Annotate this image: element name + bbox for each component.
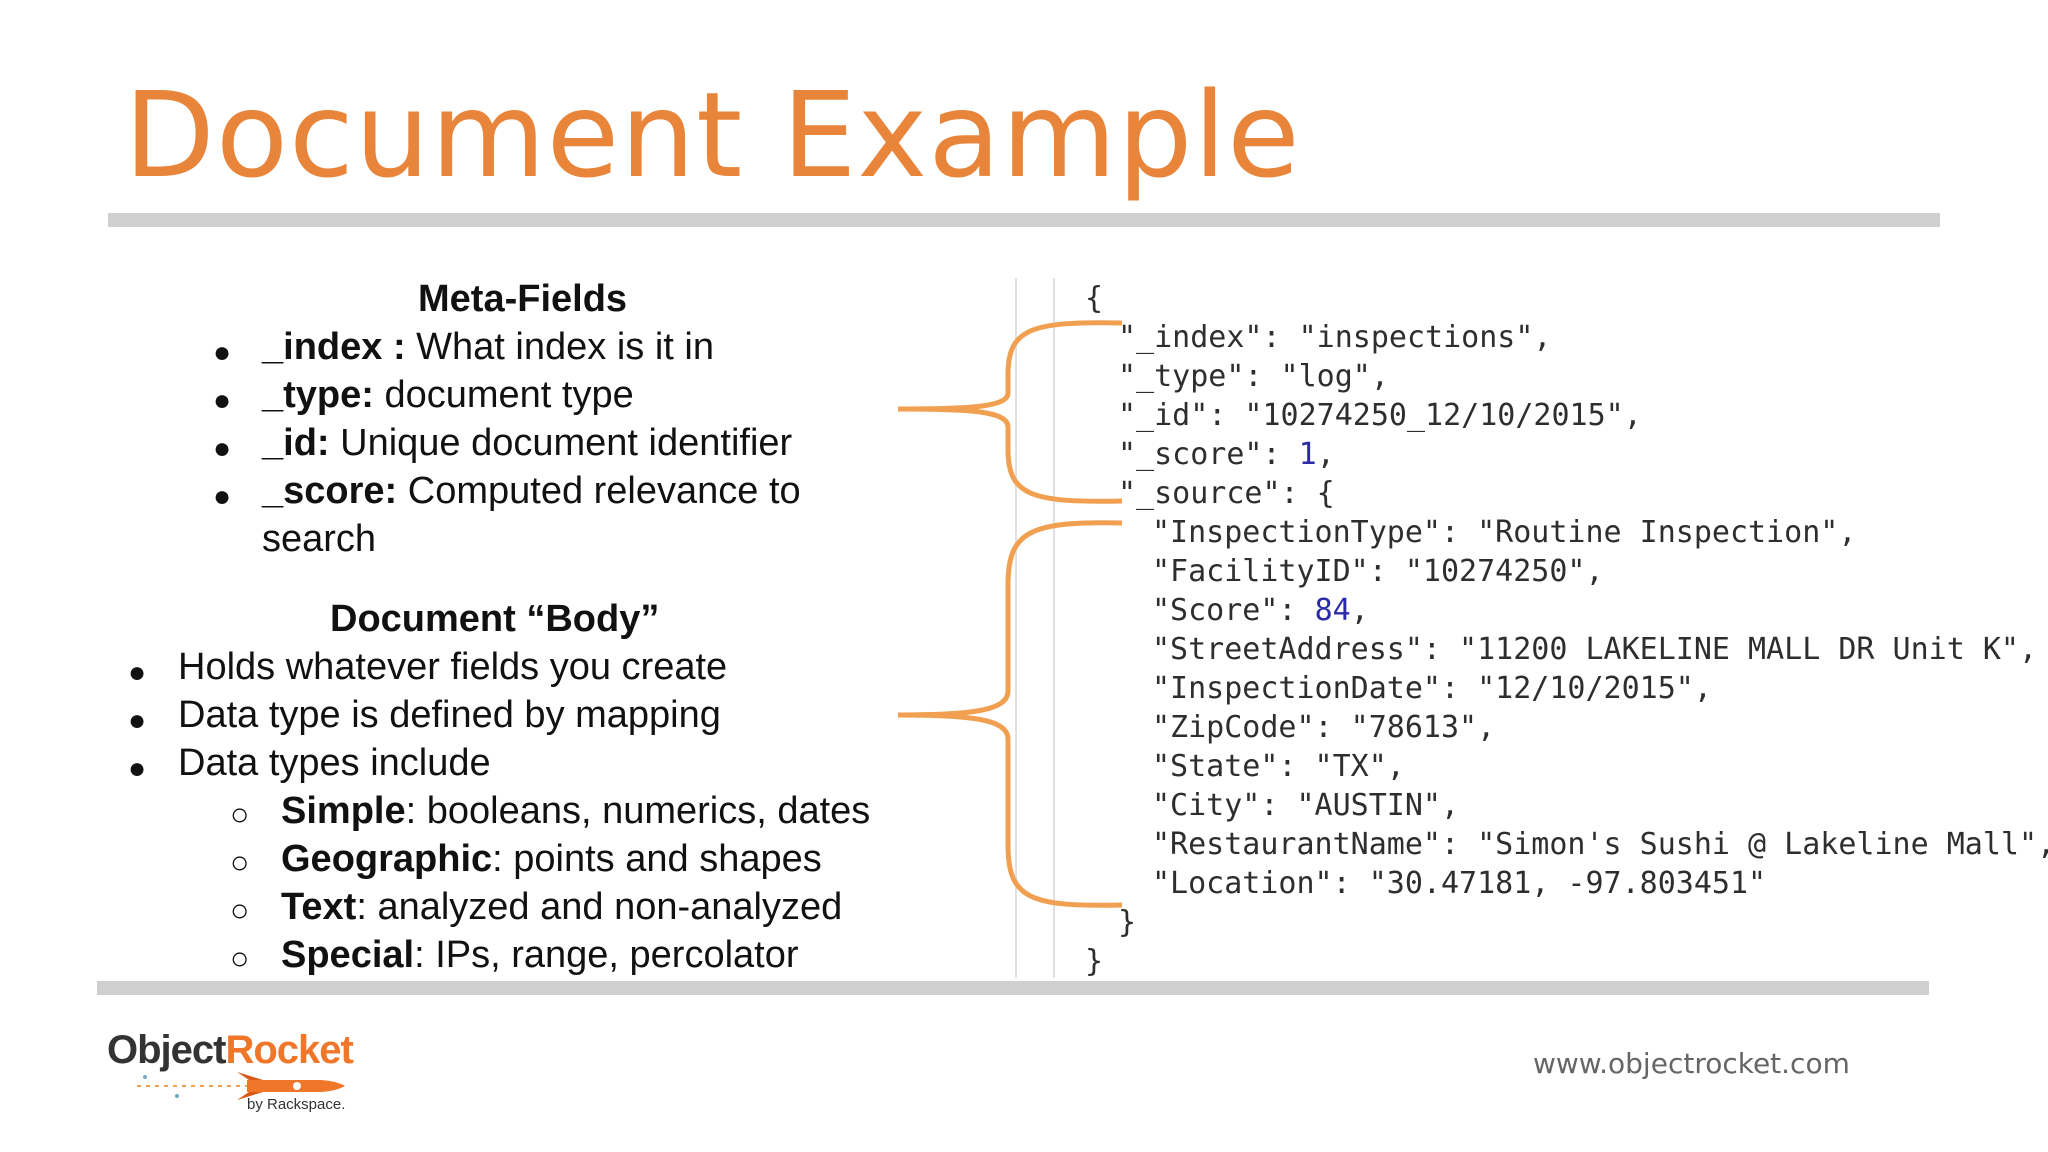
circle-bullet-icon: ○ [230, 844, 250, 880]
meta-field-score-cont: search [262, 518, 377, 560]
code-line: "FacilityID": "10274250", [1152, 554, 1604, 589]
circle-bullet-icon: ○ [230, 796, 250, 832]
bullet-icon: ● [128, 752, 147, 785]
meta-fields-brace [897, 320, 1123, 504]
body-item: Data types include [178, 742, 491, 784]
objectrocket-logo: ObjectRocket by Rackspace. [107, 1028, 357, 1118]
code-line: "InspectionDate": "12/10/2015", [1152, 671, 1712, 706]
code-line: "InspectionType": "Routine Inspection", [1152, 515, 1857, 550]
footer-url[interactable]: www.objectrocket.com [1533, 1047, 1850, 1080]
code-line: "City": "AUSTIN", [1152, 788, 1460, 823]
slide-title: Document Example [124, 66, 1301, 204]
data-type-simple: Simple: booleans, numerics, dates [281, 790, 871, 832]
data-type-text: Text: analyzed and non-analyzed [281, 886, 843, 928]
code-line: "Location": "30.47181, -97.803451" [1152, 866, 1767, 901]
bullet-icon: ● [213, 432, 232, 465]
bullet-icon: ● [213, 480, 232, 513]
rocket-icon [137, 1072, 345, 1100]
code-line: "_source": { [1118, 476, 1335, 511]
body-item: Holds whatever fields you create [178, 646, 728, 688]
bullet-icon: ● [128, 656, 147, 689]
code-line: { [1085, 281, 1104, 316]
code-line: "_type": "log", [1118, 359, 1389, 394]
code-line: } [1118, 905, 1137, 940]
code-line: "RestaurantName": "Simon's Sushi @ Lakel… [1152, 827, 2048, 862]
logo-byline: by Rackspace. [247, 1096, 346, 1113]
data-type-geographic: Geographic: points and shapes [281, 838, 822, 880]
meta-field-index: _index : What index is it in [262, 326, 714, 368]
code-line: "_id": "10274250_12/10/2015", [1118, 398, 1642, 433]
meta-field-id: _id: Unique document identifier [262, 422, 793, 464]
code-line: "StreetAddress": "11200 LAKELINE MALL DR… [1152, 632, 2038, 667]
code-line: "_score": 1, [1118, 437, 1335, 472]
bullet-icon: ● [128, 704, 147, 737]
bullet-icon: ● [213, 336, 232, 369]
title-divider [108, 213, 1940, 227]
circle-bullet-icon: ○ [230, 940, 250, 976]
code-line: "ZipCode": "78613", [1152, 710, 1496, 745]
code-line: "_index": "inspections", [1118, 320, 1552, 355]
body-item: Data type is defined by mapping [178, 694, 721, 736]
circle-bullet-icon: ○ [230, 892, 250, 928]
document-body-heading: Document “Body” [330, 598, 660, 640]
logo-wordmark: ObjectRocket [107, 1028, 354, 1072]
meta-field-score: _score: Computed relevance to [262, 470, 801, 512]
code-gutter [1015, 278, 1055, 978]
meta-fields-heading: Meta-Fields [418, 278, 628, 320]
bullet-icon: ● [213, 384, 232, 417]
code-line: "State": "TX", [1152, 749, 1405, 784]
code-line: "Score": 84, [1152, 593, 1369, 628]
code-line: } [1085, 944, 1104, 979]
data-type-special: Special: IPs, range, percolator [281, 934, 799, 976]
footer-divider [97, 981, 1929, 995]
meta-field-type: _type: document type [262, 374, 634, 416]
document-body-brace [897, 520, 1123, 908]
